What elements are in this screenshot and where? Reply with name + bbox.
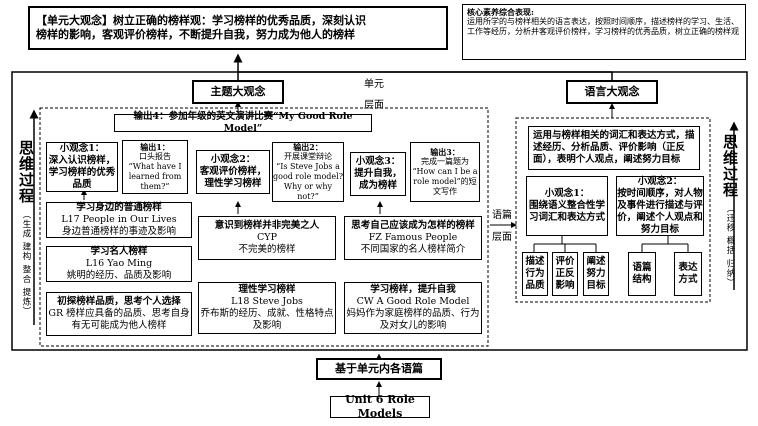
left-thinking-sub: （生成 建构 整合 提炼） [21,210,31,317]
text-gr-title: 初探榜样品质，思考个人选择 [57,296,181,308]
language-goal: 运用与榜样相关的词汇和表达方式，描述经历、分析品质、评价影响（正反面），表明个人… [528,126,700,170]
output-2-text2: “Is Steve Jobs a good role model? Why or… [273,162,343,201]
mini-idea-1-title: 小观念1： [59,143,105,155]
text-fz-en: FZ Famous People [368,232,458,244]
lang-mini-idea-1: 小观念1： 围绕语义整合性学习词汇和表达方式 [526,176,608,236]
text-gr-cn: GR 榜样应具备的品质、思考自身有无可能成为他人榜样 [48,308,190,331]
discourse-level-label: 层面 [492,232,512,243]
core-literacy-box: 核心素养综合表现: 运用所学的与榜样相关的语言表达，按照时间顺序，描述榜样的学习… [462,4,746,60]
mini-idea-3: 小观念3： 提升自我，成为榜样 [350,152,406,196]
mini-idea-2-text: 客观评价榜样，理性学习榜样 [199,166,267,189]
lang-mini-idea-1-text: 围绕语义整合性学习词汇和表达方式 [528,200,605,223]
text-l16-en: L16 Yao Ming [85,258,153,270]
lang-mini-idea-2-text: 按时间顺序，对人物及事件进行描述与评价，阐述个人观点和努力目标 [617,188,703,235]
discourse-label: 语篇 [492,210,512,221]
text-l18-title: 理性学习榜样 [238,284,296,296]
lang-mini-idea-2: 小观念2： 按时间顺序，对人物及事件进行描述与评价，阐述个人观点和努力目标 [616,176,704,236]
output-4: 输出4：参加年级的英文演讲比赛“My Good Role Model” [114,111,372,134]
output-2: 输出2： 开展课堂辩论 “Is Steve Jobs a good role m… [272,142,344,202]
right-thinking-title: 思维过程 [721,134,739,198]
core-literacy-text: 运用所学的与榜样相关的语言表达，按照时间顺序，描述榜样的学习、生活、工作等经历，… [467,17,739,36]
text-gr: 初探榜样品质，思考个人选择 GR 榜样应具备的品质、思考自身有无可能成为他人榜样 [46,292,192,336]
text-cw-title: 学习榜样，提升自我 [370,284,456,296]
lang-leaf-5: 表达方式 [674,252,702,296]
output-3-text1: 完成一篇题为 [421,157,469,166]
text-l16-cn: 姚明的经历、品质及影响 [66,269,172,281]
output-1-title: 输出1： [140,142,170,152]
language-big-idea: 语言大观念 [566,80,658,104]
output-1-text2: “What have I learned from them?” [128,162,182,191]
text-l18-en: L18 Steve Jobs [231,296,303,308]
right-thinking-sub: （迁移 概括 归纳） [725,204,735,288]
text-cw: 学习榜样，提升自我 CW A Good Role Model 妈妈作为家庭榜样的… [344,282,482,334]
text-cyp: 意识到榜样并非完美之人 CYP 不完美的榜样 [198,216,336,260]
output-3-text2: “How can I be a role model”的短文写作 [412,167,478,196]
lang-mini-idea-1-title: 小观念1： [544,188,590,200]
core-literacy-title: 核心素养综合表现: [467,7,534,17]
lang-leaf-4: 语篇结构 [628,252,656,296]
mini-idea-3-title: 小观念3： [355,156,401,168]
text-l17-title: 学习身边的普通榜样 [76,202,162,214]
unit-big-idea-line2: 榜样的影响，客观评价榜样，不断提升自我，努力成为他人的榜样 [36,28,355,41]
text-l17: 学习身边的普通榜样 L17 People in Our Lives 身边普通榜样… [46,202,192,238]
left-thinking-title: 思维过程 [17,140,35,204]
unit-big-idea: 【单元大观念】树立正确的榜样观：学习榜样的优秀品质，深刻认识 榜样的影响，客观评… [28,6,448,50]
mini-idea-2-title: 小观念2： [210,154,256,166]
output-3-title: 输出3： [430,147,460,157]
text-cw-cn: 妈妈作为家庭榜样的品质、行为及对女儿的影响 [346,308,480,331]
output-2-title: 输出2： [293,142,323,152]
text-cw-en: CW A Good Role Model [356,296,470,308]
output-2-text1: 开展课堂辩论 [284,152,332,161]
mini-idea-3-text: 提升自我，成为榜样 [354,168,402,191]
unit-label: 单元 [364,79,384,90]
output-1-text1: 口头报告 [139,152,171,161]
text-fz: 思考自己应该成为怎样的榜样 FZ Famous People 不同国家的名人榜样… [344,216,482,260]
text-fz-cn: 不同国家的名人榜样简介 [360,243,466,255]
unit-big-idea-line1: 【单元大观念】树立正确的榜样观：学习榜样的优秀品质，深刻认识 [36,14,366,28]
text-cyp-title: 意识到榜样并非完美之人 [214,220,320,232]
text-l18-cn: 乔布斯的经历、成就、性格特点及影响 [200,308,334,331]
text-cyp-en: CYP [257,232,277,244]
theme-big-idea: 主题大观念 [192,80,284,104]
mini-idea-1-text: 深入认识榜样，学习榜样的优秀品质 [48,155,116,190]
lang-leaf-3: 阐述努力目标 [583,252,609,296]
mini-idea-1: 小观念1： 深入认识榜样，学习榜样的优秀品质 [46,142,118,192]
text-fz-title: 思考自己应该成为怎样的榜样 [351,220,475,232]
lang-leaf-1: 描述行为品质 [522,252,548,296]
lang-leaf-2: 评价正反影响 [552,252,578,296]
text-l18: 理性学习榜样 L18 Steve Jobs 乔布斯的经历、成就、性格特点及影响 [198,282,336,334]
unit-name: Unit 6 Role Models [330,393,430,420]
based-on-texts: 基于单元内各语篇 [316,358,442,380]
text-l16: 学习名人榜样 L16 Yao Ming 姚明的经历、品质及影响 [46,246,192,282]
level-label: 层面 [364,100,384,111]
text-l17-en: L17 People in Our Lives [61,214,177,226]
lang-mini-idea-2-title: 小观念2： [637,176,683,188]
text-l16-title: 学习名人榜样 [90,246,148,258]
text-l17-cn: 身边普通榜样的事迹及影响 [61,225,176,237]
mini-idea-2: 小观念2： 客观评价榜样，理性学习榜样 [196,150,270,194]
output-1: 输出1： 口头报告 “What have I learned from them… [122,140,188,194]
text-cyp-cn: 不完美的榜样 [238,243,296,255]
output-3: 输出3： 完成一篇题为 “How can I be a role model”的… [410,142,480,202]
